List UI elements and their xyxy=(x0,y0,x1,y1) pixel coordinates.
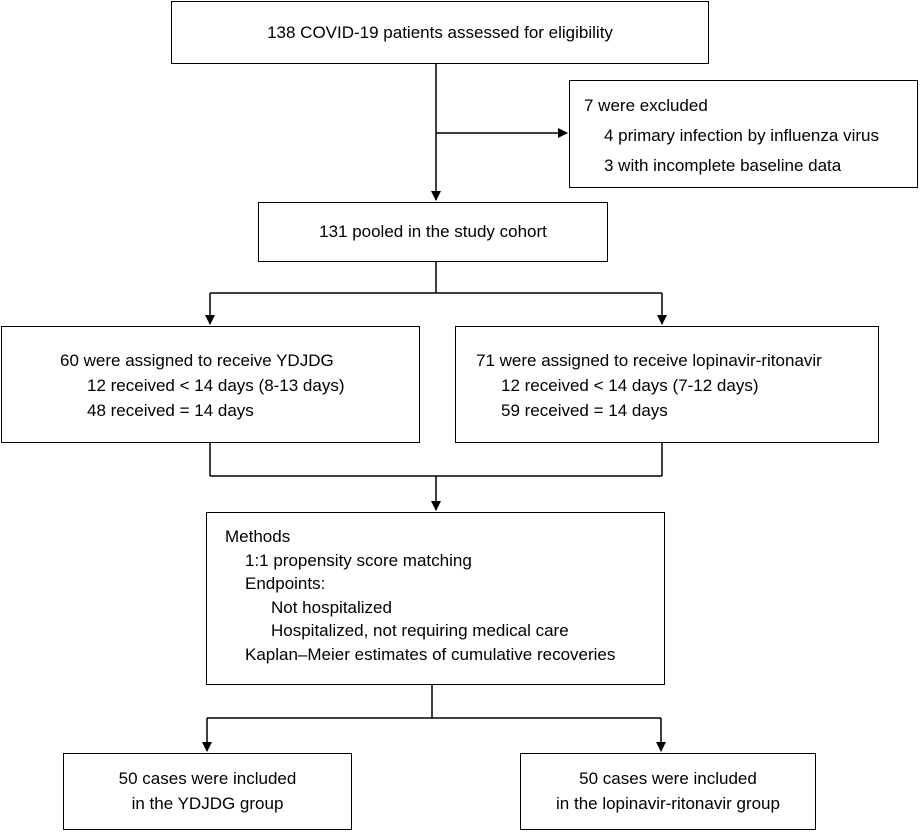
lpv-assigned-title: 71 were assigned to receive lopinavir-ri… xyxy=(476,351,822,370)
assessed-text: 138 COVID-19 patients assessed for eligi… xyxy=(267,23,613,42)
methods-endpoint: Not hospitalized xyxy=(271,597,392,617)
methods-endpoint: Hospitalized, not requiring medical care xyxy=(271,621,569,640)
lpv-group-line: 50 cases were included xyxy=(579,769,757,788)
assessed-box: 138 COVID-19 patients assessed for eligi… xyxy=(171,1,709,64)
lpv-assigned-detail: 59 received = 14 days xyxy=(501,401,668,420)
methods-psm: 1:1 propensity score matching xyxy=(245,550,472,570)
excluded-title: 7 were excluded xyxy=(584,96,708,115)
lpv-group-line: in the lopinavir-ritonavir group xyxy=(556,794,780,813)
methods-endpoints-label: Endpoints: xyxy=(245,574,326,593)
cohort-box: 131 pooled in the study cohort xyxy=(258,202,608,262)
methods-box: Methods 1:1 propensity score matching En… xyxy=(206,512,665,685)
ydjdg-assigned-box: 60 were assigned to receive YDJDG 12 rec… xyxy=(1,326,420,443)
cohort-text: 131 pooled in the study cohort xyxy=(319,222,547,241)
ydjdg-group-line: 50 cases were included xyxy=(118,769,297,788)
ydjdg-group-box: 50 cases were included in the YDJDG grou… xyxy=(63,753,352,830)
methods-km: Kaplan–Meier estimates of cumulative rec… xyxy=(245,644,616,664)
ydjdg-assigned-detail: 12 received < 14 days (8-13 days) xyxy=(87,376,345,395)
methods-title: Methods xyxy=(225,527,291,546)
excluded-reason: 4 primary infection by influenza virus xyxy=(604,126,879,145)
excluded-reason: 3 with incomplete baseline data xyxy=(604,156,842,175)
ydjdg-group-line: in the YDJDG group xyxy=(131,794,284,813)
ydjdg-assigned-detail: 48 received = 14 days xyxy=(87,401,254,420)
lpv-assigned-detail: 12 received < 14 days (7-12 days) xyxy=(501,376,759,395)
ydjdg-assigned-title: 60 were assigned to receive YDJDG xyxy=(60,351,334,370)
lpv-group-box: 50 cases were included in the lopinavir-… xyxy=(520,753,816,830)
excluded-box: 7 were excluded 4 primary infection by i… xyxy=(569,80,918,188)
lpv-assigned-box: 71 were assigned to receive lopinavir-ri… xyxy=(455,326,879,443)
